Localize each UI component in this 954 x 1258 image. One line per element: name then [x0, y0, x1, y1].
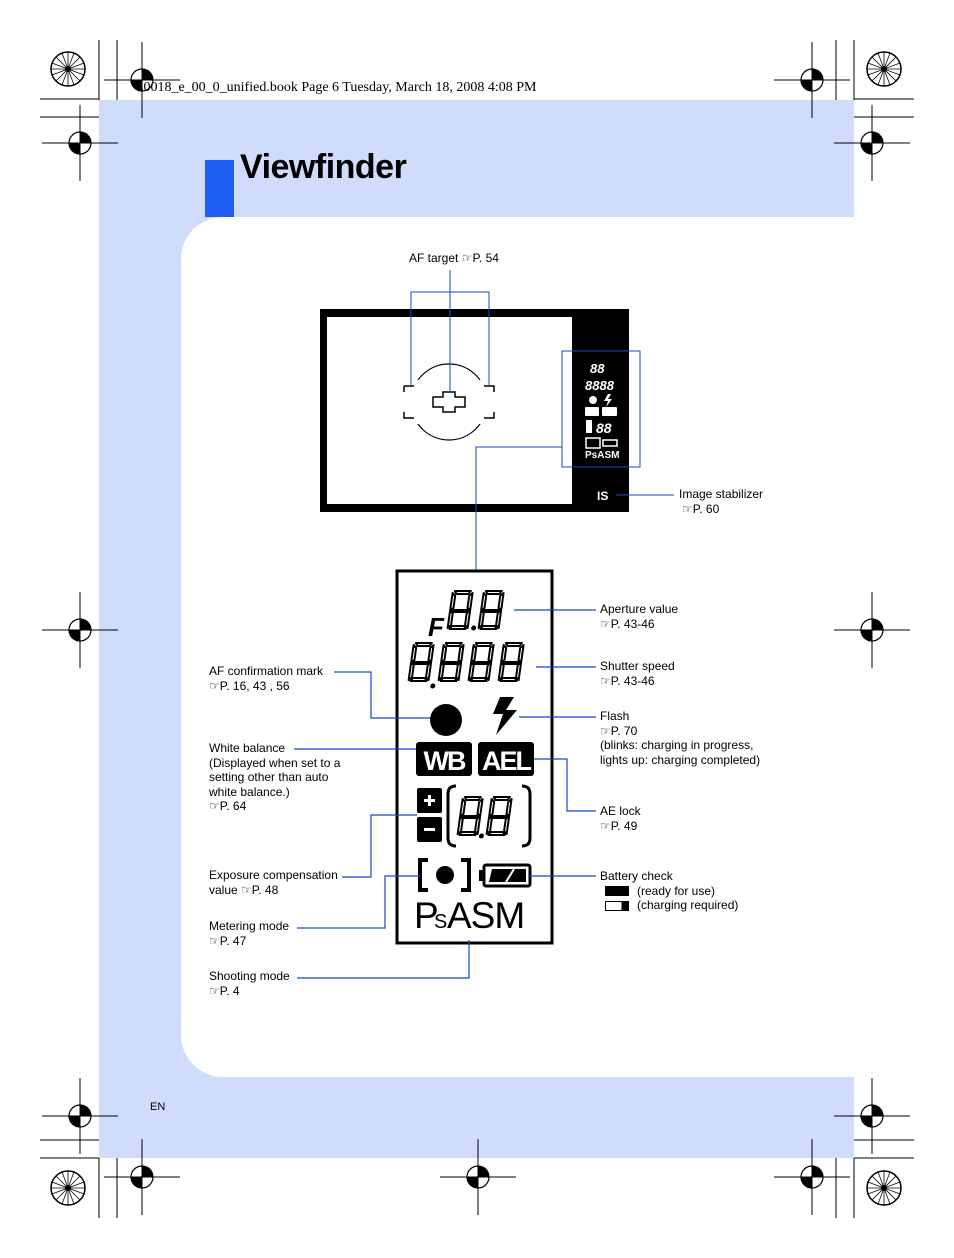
exposure-ref: P. 48 [251, 882, 279, 897]
language-marker: EN [150, 1101, 166, 1113]
hand-pointing-icon: ☞ [461, 251, 473, 265]
battery-full-icon [605, 886, 629, 897]
metering-ref: P. 47 [219, 933, 247, 948]
aperture-label: Aperture value ☞P. 43-46 [600, 602, 678, 631]
af-target-text: AF target [409, 251, 459, 265]
mini-mode: PsASM [585, 450, 619, 461]
battery-ready-text: (ready for use) [637, 883, 716, 898]
aperture-text: Aperture value [600, 602, 679, 616]
shooting-ref: P. 4 [219, 983, 240, 998]
af-confirm-text: AF confirmation mark [209, 664, 324, 678]
shooting-text: Shooting mode [209, 969, 290, 983]
battery-text: Battery check [600, 869, 673, 883]
hand-pointing-icon: ☞ [209, 678, 220, 693]
white-balance-note-3: white balance.) [209, 784, 290, 799]
aperture-ref: P. 43-46 [610, 616, 655, 631]
hand-pointing-icon: ☞ [209, 983, 220, 998]
battery-label: Battery check (ready for use) (charging … [600, 869, 738, 913]
flash-note-2: lights up: charging completed) [600, 752, 761, 767]
flash-ref: P. 70 [610, 723, 638, 738]
ael-indicator: AEL [482, 746, 532, 776]
af-confirm-ref: P. 16, 43 , 56 [219, 678, 290, 693]
mode-s-sub: S [434, 911, 447, 933]
hand-pointing-icon: ☞ [600, 616, 611, 631]
title-accent-bar [205, 160, 234, 217]
shooting-label: Shooting mode ☞P. 4 [209, 969, 290, 998]
battery-charging-text: (charging required) [637, 898, 739, 912]
book-header-info: s0018_e_00_0_unified.book Page 6 Tuesday… [138, 80, 537, 95]
mini-shutter: 8888 [585, 378, 615, 393]
hand-pointing-icon: ☞ [600, 673, 611, 688]
shutter-text: Shutter speed [600, 659, 675, 673]
image-stabilizer-label: Image stabilizer ☞P. 60 [679, 487, 763, 516]
ae-lock-label: AE lock ☞P. 49 [600, 804, 641, 833]
exposure-text-2: value [209, 882, 238, 897]
mini-exposure: 88 [596, 420, 612, 436]
is-indicator: IS [597, 489, 608, 503]
image-stabilizer-text: Image stabilizer [679, 487, 764, 501]
af-confirm-label: AF confirmation mark ☞P. 16, 43 , 56 [209, 664, 323, 693]
image-stabilizer-ref: P. 60 [692, 501, 720, 516]
hand-pointing-icon: ☞ [209, 799, 220, 813]
white-balance-note-1: (Displayed when set to a [209, 755, 341, 770]
shutter-ref: P. 43-46 [610, 673, 655, 688]
white-balance-note-2: setting other than auto [209, 770, 329, 784]
page-title: Viewfinder [240, 148, 407, 186]
white-balance-text: White balance [209, 741, 286, 755]
flash-note-1: (blinks: charging in progress, [600, 738, 754, 752]
af-target-ref: P. 54 [472, 251, 499, 265]
hand-pointing-icon: ☞ [241, 882, 252, 897]
flash-label: Flash ☞P. 70 (blinks: charging in progre… [600, 709, 760, 767]
hand-pointing-icon: ☞ [682, 501, 693, 516]
exposure-label: Exposure compensation value ☞P. 48 [209, 868, 338, 897]
hand-pointing-icon: ☞ [600, 818, 611, 833]
exposure-text: Exposure compensation [209, 868, 338, 882]
white-balance-ref: P. 64 [219, 799, 247, 813]
white-balance-label: White balance (Displayed when set to a s… [209, 741, 340, 814]
mini-aperture: 88 [590, 361, 605, 376]
mode-asm: ASM [447, 895, 524, 936]
ae-lock-text: AE lock [600, 804, 641, 818]
shutter-label: Shutter speed ☞P. 43-46 [600, 659, 675, 688]
hand-pointing-icon: ☞ [600, 723, 611, 738]
mode-p: P [414, 895, 439, 936]
flash-text: Flash [600, 709, 630, 723]
aperture-f-letter: F [428, 612, 445, 642]
metering-label: Metering mode ☞P. 47 [209, 919, 289, 948]
wb-indicator: WB [424, 746, 466, 776]
af-target-label: AF target ☞P. 54 [409, 251, 499, 266]
metering-text: Metering mode [209, 919, 290, 933]
hand-pointing-icon: ☞ [209, 933, 220, 948]
battery-low-icon [605, 900, 629, 911]
ae-lock-ref: P. 49 [610, 818, 638, 833]
